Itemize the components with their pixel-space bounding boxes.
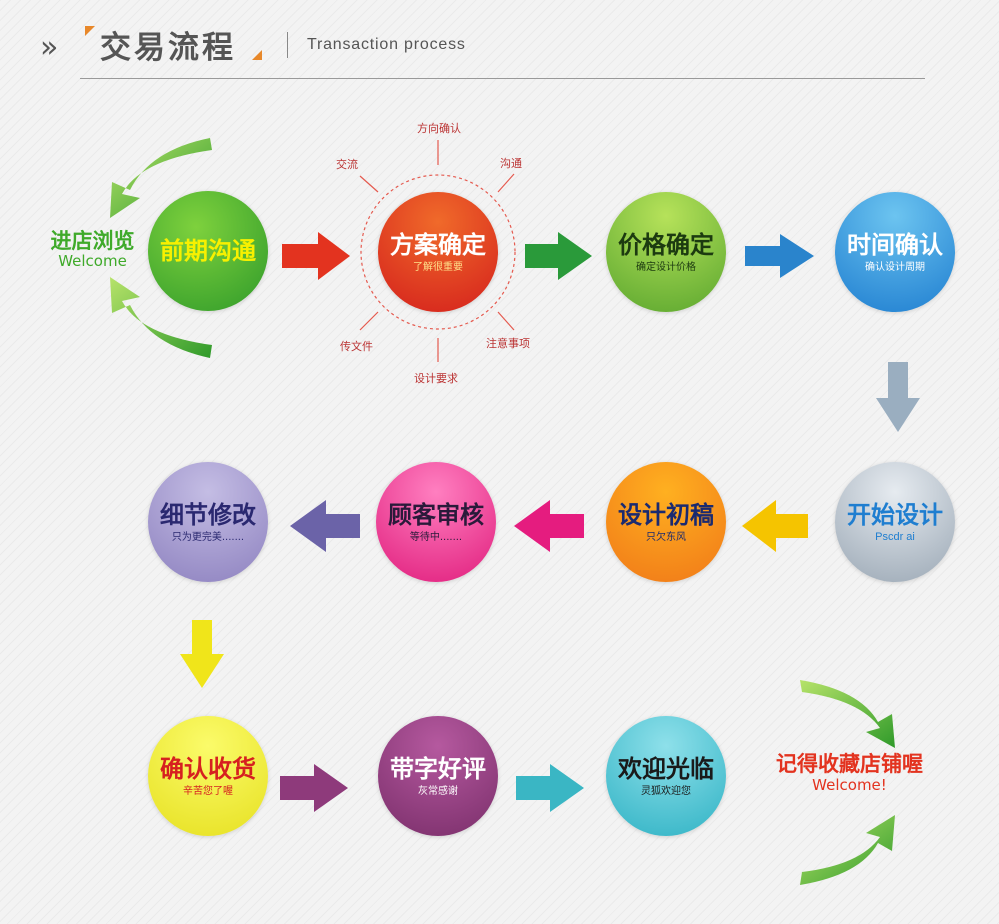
ray-label-top-left: 交流: [336, 158, 358, 171]
step-title: 方案确定: [390, 230, 486, 259]
page-subtitle: Transaction process: [307, 36, 466, 53]
step-subtitle: 只欠东风: [646, 531, 686, 543]
step-welcome: 欢迎光临 灵狐欢迎您: [606, 716, 726, 836]
step-title: 确认收货: [160, 754, 256, 783]
corner-accent-icon: [85, 26, 95, 36]
step-price-confirm: 价格确定 确定设计价格: [606, 192, 726, 312]
step-subtitle: 了解很重要: [413, 261, 463, 273]
step-subtitle: 确定设计价格: [636, 261, 696, 273]
page-title: 交易流程: [100, 30, 236, 66]
header-divider: [287, 32, 288, 58]
arrow-icon: [876, 362, 920, 432]
arrow-icon: [282, 232, 350, 280]
step-written-review: 带字好评 灰常感谢: [378, 716, 498, 836]
step-title: 细节修改: [160, 500, 256, 529]
curved-arrow-icon: [800, 680, 895, 748]
ray-label-top: 方向确认: [417, 122, 461, 135]
arrow-icon: [514, 500, 584, 552]
step-title: 前期沟通: [160, 237, 256, 265]
header-underline: [80, 78, 925, 79]
start-title: 进店浏览: [50, 229, 135, 253]
step-customer-review: 顾客审核 等待中.......: [376, 462, 496, 582]
step-title: 时间确认: [847, 230, 943, 259]
ray-label-bottom-left: 传文件: [340, 340, 373, 353]
step-start-design: 开始设计 Pscdr ai: [835, 462, 955, 582]
step-title: 顾客审核: [388, 500, 484, 529]
arrow-icon: [525, 232, 592, 280]
step-subtitle: 等待中.......: [409, 531, 463, 543]
step-subtitle: 灵狐欢迎您: [641, 785, 691, 797]
step-title: 设计初稿: [618, 500, 714, 529]
arrow-icon: [745, 234, 814, 278]
step-title: 价格确定: [618, 230, 714, 259]
curved-arrow-icon: [800, 815, 895, 885]
ray-label-bottom-right: 注意事项: [486, 337, 530, 350]
end-label: 记得收藏店铺喔 Welcome!: [762, 752, 937, 793]
arrow-icon: [180, 620, 224, 688]
start-subtitle: Welcome: [58, 252, 127, 270]
step-subtitle: 灰常感谢: [418, 785, 458, 797]
ray-lines: [359, 140, 515, 362]
corner-accent-icon: [252, 50, 262, 60]
ray-label-bottom: 设计要求: [414, 372, 458, 385]
step-subtitle: 只为更完美.......: [171, 531, 245, 543]
dashed-ring: [360, 174, 516, 330]
step-subtitle: 辛苦您了喔: [183, 785, 233, 797]
step-confirm-receipt: 确认收货 辛苦您了喔: [148, 716, 268, 836]
step-detail-revision: 细节修改 只为更完美.......: [148, 462, 268, 582]
arrow-icon: [742, 500, 808, 552]
step-title: 欢迎光临: [618, 754, 714, 783]
step-subtitle: Pscdr ai: [875, 530, 915, 543]
step-early-communication: 前期沟通: [148, 191, 268, 311]
step-title: 带字好评: [390, 754, 486, 783]
arrow-icon: [516, 764, 584, 812]
step-subtitle: 确认设计周期: [865, 261, 925, 273]
end-subtitle: Welcome!: [812, 776, 887, 794]
step-plan-confirm: 方案确定 了解很重要: [378, 192, 498, 312]
curved-arrow-icon: [110, 138, 212, 218]
curved-arrow-icon: [110, 277, 212, 358]
step-title: 开始设计: [847, 500, 943, 529]
end-title: 记得收藏店铺喔: [776, 752, 923, 776]
arrow-icon: [280, 764, 348, 812]
arrow-icon: [290, 500, 360, 552]
ray-label-top-right: 沟通: [500, 157, 522, 170]
step-time-confirm: 时间确认 确认设计周期: [835, 192, 955, 312]
step-first-draft: 设计初稿 只欠东风: [606, 462, 726, 582]
start-label: 进店浏览 Welcome: [40, 229, 145, 269]
